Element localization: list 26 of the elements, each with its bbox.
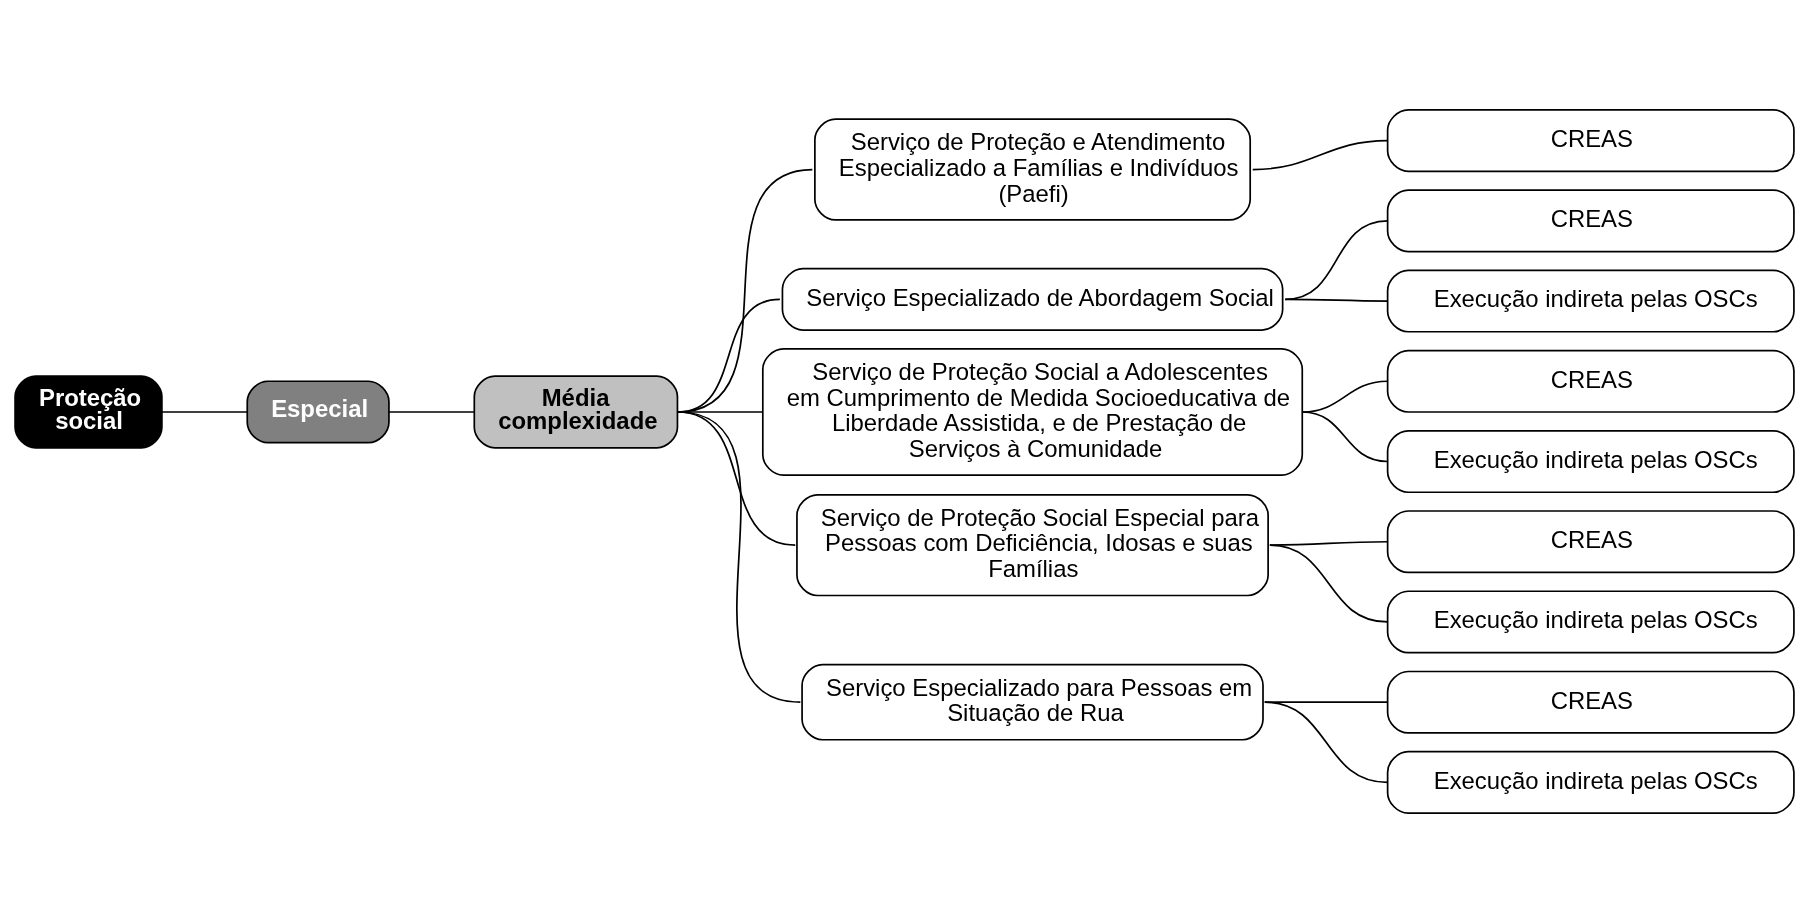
node-box: CREAS — [1386, 510, 1795, 574]
connector — [1284, 219, 1389, 301]
node-box: Execução indireta pelas OSCs — [1386, 429, 1795, 494]
node-box: Especial — [246, 380, 390, 444]
node-box: CREAS — [1386, 108, 1795, 173]
node-box: CREAS — [1386, 189, 1795, 253]
connector — [1251, 139, 1389, 171]
node-box: Serviço de Proteção Social Especial para Pessoas com Deficiência, Idosas e suas Famílias — [796, 493, 1269, 597]
node-box: Serviço de Proteção e Atendimento Especializado a Famílias e Indivíduos (Paefi) — [814, 118, 1252, 221]
node-box: Proteção social — [14, 375, 163, 449]
node-box: Serviço de Proteção Social a Adolescentes em Cumprimento de Medida Socioeducativa de Liberdade Assistida, e de Prestação de Serviços à Comunidade — [761, 347, 1304, 476]
node-box: Média complexidade — [473, 375, 679, 449]
node-box: Execução indireta pelas OSCs — [1386, 750, 1795, 815]
node-box: CREAS — [1386, 349, 1795, 413]
connector — [676, 411, 802, 704]
connector — [388, 411, 476, 413]
connector — [1301, 411, 1389, 463]
connector — [1263, 701, 1389, 784]
connector — [161, 411, 249, 413]
node-box: CREAS — [1386, 670, 1795, 734]
node-box: Serviço Especializado de Abordagem Social — [781, 267, 1284, 331]
connector — [1268, 544, 1389, 623]
node-box: Execução indireta pelas OSCs — [1386, 590, 1795, 654]
connector — [1284, 298, 1389, 302]
node-box: Execução indireta pelas OSCs — [1386, 269, 1795, 333]
node-box: Serviço Especializado para Pessoas em Situação de Rua — [801, 663, 1264, 741]
